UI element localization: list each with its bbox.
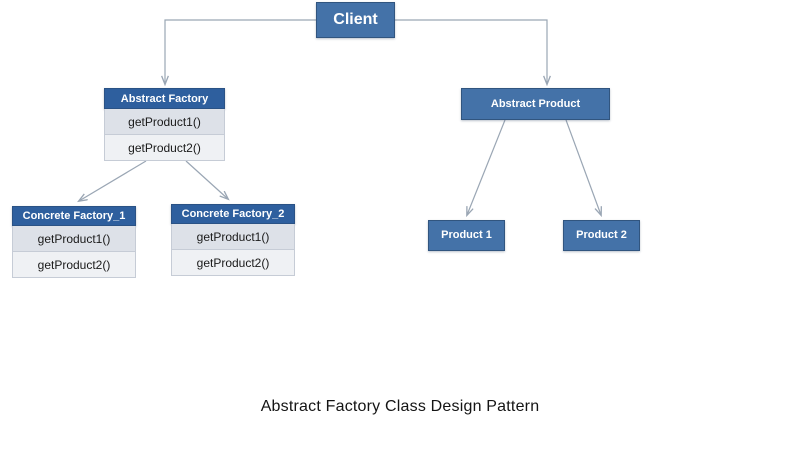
node-concrete-factory-1-method-2: getProduct2() <box>12 252 136 278</box>
connector-client-to-abstract-factory <box>165 19 316 84</box>
node-abstract-product-title: Abstract Product <box>490 97 581 110</box>
node-concrete-factory-2[interactable]: Concrete Factory_2 getProduct1() getProd… <box>171 204 295 276</box>
node-product-1[interactable]: Product 1 <box>428 220 505 251</box>
connector-abstract-factory-to-concrete-factory-1 <box>79 160 147 201</box>
node-abstract-factory-method-1: getProduct1() <box>104 109 225 135</box>
node-client[interactable]: Client <box>316 2 395 38</box>
node-abstract-product[interactable]: Abstract Product <box>461 88 610 120</box>
connector-abstract-factory-to-concrete-factory-2 <box>185 160 228 199</box>
node-concrete-factory-2-method-2: getProduct2() <box>171 250 295 276</box>
connector-client-to-abstract-product <box>395 19 547 84</box>
node-abstract-factory-title: Abstract Factory <box>104 88 225 109</box>
node-concrete-factory-2-title: Concrete Factory_2 <box>171 204 295 224</box>
node-product-1-title: Product 1 <box>441 229 492 242</box>
node-concrete-factory-1[interactable]: Concrete Factory_1 getProduct1() getProd… <box>12 206 136 278</box>
node-product-2[interactable]: Product 2 <box>563 220 640 251</box>
connector-abstract-product-to-product-2 <box>565 119 601 215</box>
node-concrete-factory-1-method-1: getProduct1() <box>12 226 136 252</box>
diagram-caption: Abstract Factory Class Design Pattern <box>260 398 540 415</box>
connector-abstract-product-to-product-1 <box>467 119 506 215</box>
node-client-title: Client <box>333 11 378 29</box>
node-abstract-factory[interactable]: Abstract Factory getProduct1() getProduc… <box>104 88 225 161</box>
node-product-2-title: Product 2 <box>576 229 627 242</box>
node-concrete-factory-1-title: Concrete Factory_1 <box>12 206 136 226</box>
node-concrete-factory-2-method-1: getProduct1() <box>171 224 295 250</box>
node-abstract-factory-method-2: getProduct2() <box>104 135 225 161</box>
